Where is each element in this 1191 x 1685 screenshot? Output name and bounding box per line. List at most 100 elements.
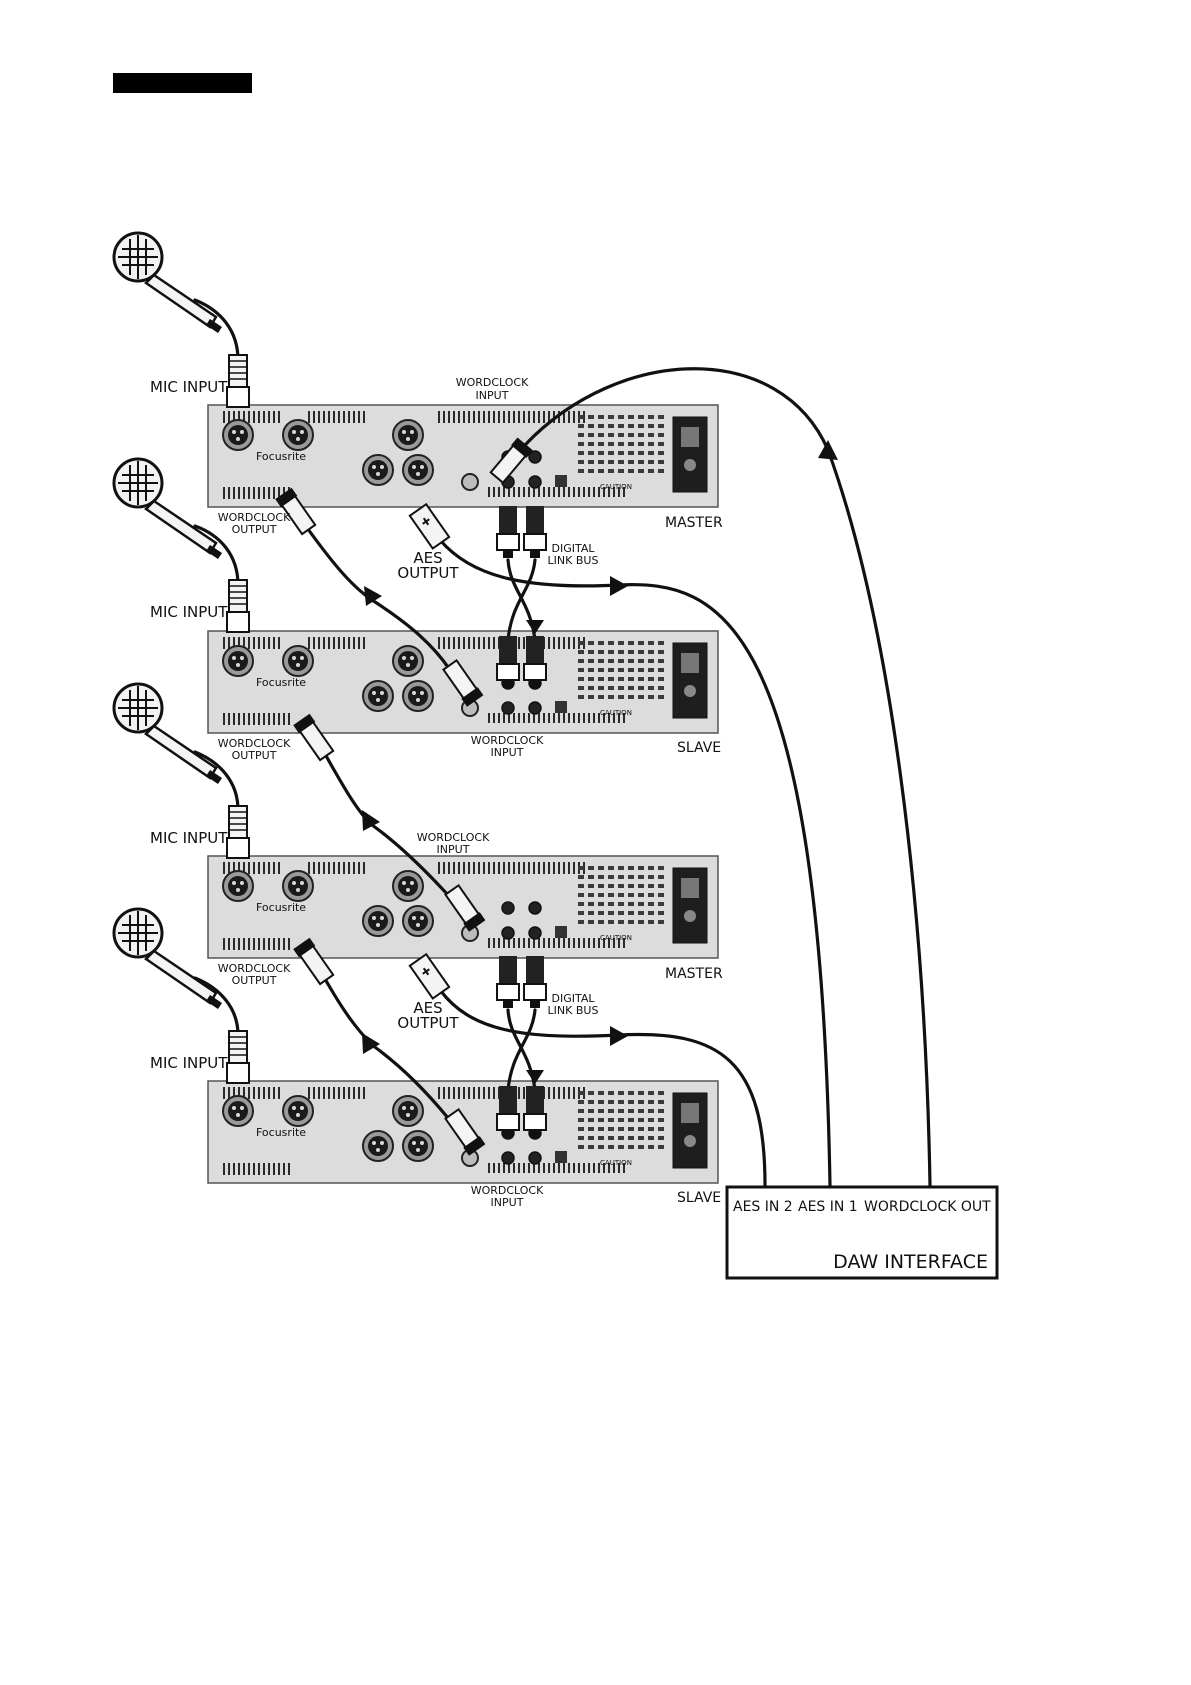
section-header-bar bbox=[113, 73, 252, 93]
rack-unit-1: CAUTION Focusrite bbox=[207, 404, 719, 508]
rca-socket bbox=[528, 475, 542, 489]
arrow-wordclock-3 bbox=[362, 1033, 380, 1054]
xlr-socket bbox=[282, 645, 314, 677]
bnc-plug-out-1 bbox=[275, 487, 317, 536]
slave-label-2: SLAVE bbox=[677, 1190, 721, 1206]
bnc-plug-in-2 bbox=[442, 659, 484, 707]
daw-interface-title: DAW INTERFACE bbox=[833, 1251, 988, 1273]
xlr-socket bbox=[362, 905, 394, 937]
brand-logo: Focusrite bbox=[256, 450, 306, 463]
rca-socket bbox=[528, 926, 542, 940]
rca-socket bbox=[528, 1151, 542, 1165]
xlr-socket bbox=[282, 419, 314, 451]
daw-wordclock-out-label: WORDCLOCK OUT bbox=[864, 1199, 991, 1215]
link-bus-cable-2b bbox=[506, 1008, 537, 1092]
arrow-link-2b bbox=[526, 1070, 544, 1084]
microphone-icon-3 bbox=[112, 682, 224, 786]
rca-socket bbox=[501, 1151, 515, 1165]
arrow-wordclock-2 bbox=[362, 810, 380, 831]
rca-socket bbox=[528, 701, 542, 715]
wordclock-input-label-2a: WORDCLOCK bbox=[471, 734, 544, 747]
rca-socket bbox=[501, 701, 515, 715]
plugs bbox=[226, 354, 547, 1156]
link-plug-1a bbox=[496, 505, 520, 559]
brand-logo: Focusrite bbox=[256, 901, 306, 914]
link-plug-2a bbox=[496, 635, 520, 689]
usb-port bbox=[555, 475, 567, 487]
mic-cable-2 bbox=[193, 524, 240, 587]
usb-port bbox=[555, 701, 567, 713]
master-label-1: MASTER bbox=[665, 515, 723, 531]
arrow-wordclock-1 bbox=[364, 586, 382, 606]
xlr-socket bbox=[402, 680, 434, 712]
mic-cable-3 bbox=[193, 750, 240, 812]
arrow-aes-1 bbox=[610, 576, 628, 596]
daw-aes-in-1-label: AES IN 1 bbox=[798, 1199, 858, 1215]
link-plug-2b bbox=[523, 635, 547, 689]
xlr-socket bbox=[222, 1095, 254, 1127]
link-bus-cable-1b bbox=[506, 558, 537, 642]
wordclock-output-label-2a: WORDCLOCK bbox=[218, 737, 291, 750]
arrow-link-1b bbox=[526, 620, 544, 634]
aes-output-label-1a: AES bbox=[413, 549, 442, 567]
wordclock-output-label-3a: WORDCLOCK bbox=[218, 962, 291, 975]
aes-output-label-1b: OUTPUT bbox=[397, 564, 459, 582]
xlr-socket bbox=[222, 645, 254, 677]
wordclock-output-label-1b: OUTPUT bbox=[232, 523, 277, 536]
mic-plug-4 bbox=[226, 1030, 250, 1084]
xlr-socket bbox=[402, 1130, 434, 1162]
aes-plug-1 bbox=[408, 502, 451, 550]
bnc-plug-in-3 bbox=[444, 884, 486, 932]
xlr-socket bbox=[392, 645, 424, 677]
digital-link-label-2a: DIGITAL bbox=[551, 992, 595, 1005]
mic-plug-1 bbox=[226, 354, 250, 408]
link-plug-4a bbox=[496, 1085, 520, 1139]
wordclock-input-label-4b: INPUT bbox=[491, 1196, 524, 1209]
mic-input-label-4: MIC INPUT bbox=[150, 1054, 228, 1072]
wordclock-input-label-3b: INPUT bbox=[437, 843, 470, 856]
rca-socket bbox=[528, 450, 542, 464]
xlr-socket bbox=[282, 870, 314, 902]
caution-label: CAUTION bbox=[600, 1159, 632, 1167]
link-plug-1b bbox=[523, 505, 547, 559]
wordclock-output-label-3b: OUTPUT bbox=[232, 974, 277, 987]
mic-input-label-3: MIC INPUT bbox=[150, 829, 228, 847]
slave-label-1: SLAVE bbox=[677, 740, 721, 756]
mic-cable-1 bbox=[193, 298, 240, 362]
wordclock-output-label-2b: OUTPUT bbox=[232, 749, 277, 762]
microphone-icon-2 bbox=[112, 457, 224, 561]
wordclock-master-cable bbox=[523, 367, 932, 1187]
brand-logo: Focusrite bbox=[256, 676, 306, 689]
aes-cable-1 bbox=[438, 538, 832, 1187]
xlr-socket bbox=[222, 870, 254, 902]
wordclock-input-label-3a: WORDCLOCK bbox=[417, 831, 490, 844]
aes-output-label-2a: AES bbox=[413, 999, 442, 1017]
master-label-2: MASTER bbox=[665, 966, 723, 982]
link-plug-4b bbox=[523, 1085, 547, 1139]
caution-label: CAUTION bbox=[600, 709, 632, 717]
mic-input-label-2: MIC INPUT bbox=[150, 603, 228, 621]
wordclock-input-label-4a: WORDCLOCK bbox=[471, 1184, 544, 1197]
xlr-socket bbox=[392, 419, 424, 451]
usb-port bbox=[555, 926, 567, 938]
wordclock-output-label-1a: WORDCLOCK bbox=[218, 511, 291, 524]
microphone-icon-1 bbox=[112, 231, 224, 335]
caution-label: CAUTION bbox=[600, 483, 632, 491]
wordclock-input-label-1a: WORDCLOCK bbox=[456, 376, 529, 389]
daw-interface-box: AES IN 2 AES IN 1 WORDCLOCK OUT DAW INTE… bbox=[725, 1185, 999, 1280]
bnc-plug-out-3 bbox=[293, 937, 335, 986]
rca-socket bbox=[528, 901, 542, 915]
xlr-socket bbox=[402, 905, 434, 937]
link-plug-3a bbox=[496, 955, 520, 1009]
bnc-plug-out-2 bbox=[293, 713, 335, 762]
xlr-socket bbox=[362, 1130, 394, 1162]
brand-logo: Focusrite bbox=[256, 1126, 306, 1139]
xlr-socket bbox=[362, 680, 394, 712]
bnc-socket bbox=[461, 473, 479, 491]
mic-plug-3 bbox=[226, 805, 250, 859]
daw-aes-in-2-label: AES IN 2 bbox=[733, 1199, 793, 1215]
microphone-icon-4 bbox=[112, 907, 224, 1011]
bnc-plug-in-4 bbox=[444, 1108, 486, 1156]
